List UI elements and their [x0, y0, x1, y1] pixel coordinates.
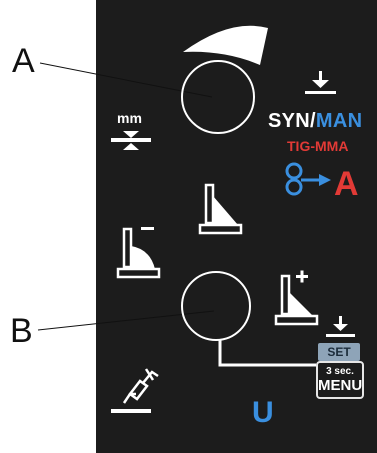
menu-button[interactable]: 3 sec. MENU [316, 361, 364, 399]
weld-joint-icon [198, 183, 243, 235]
syn-man-label: SYN/MAN [268, 110, 362, 133]
thickness-icon [111, 131, 151, 150]
weld-joint-minus-icon [116, 227, 161, 279]
syn-label: SYN/ [268, 110, 316, 132]
u-label: U [252, 396, 274, 429]
knob-b [181, 271, 251, 341]
amp-label: A [334, 165, 359, 203]
set-button[interactable]: SET [318, 343, 360, 361]
arc-indicator-icon [183, 25, 268, 66]
download-arrow-icon [305, 71, 336, 94]
callout-b-leader [37, 310, 215, 331]
weld-joint-plus-icon [274, 270, 319, 326]
torch-icon [111, 368, 159, 413]
callout-a-label: A [12, 42, 35, 80]
menu-label: MENU [318, 377, 363, 394]
tig-mma-label: TIG-MMA [287, 138, 349, 154]
knob-b-link [218, 340, 316, 367]
wire-feed-icon [285, 162, 331, 196]
download-arrow-set-icon [326, 316, 355, 337]
three-sec-label: 3 sec. [326, 366, 354, 377]
mm-label: mm [117, 110, 142, 126]
callout-b-label: B [10, 312, 33, 350]
man-label: MAN [315, 110, 363, 132]
knob-a [181, 60, 255, 134]
